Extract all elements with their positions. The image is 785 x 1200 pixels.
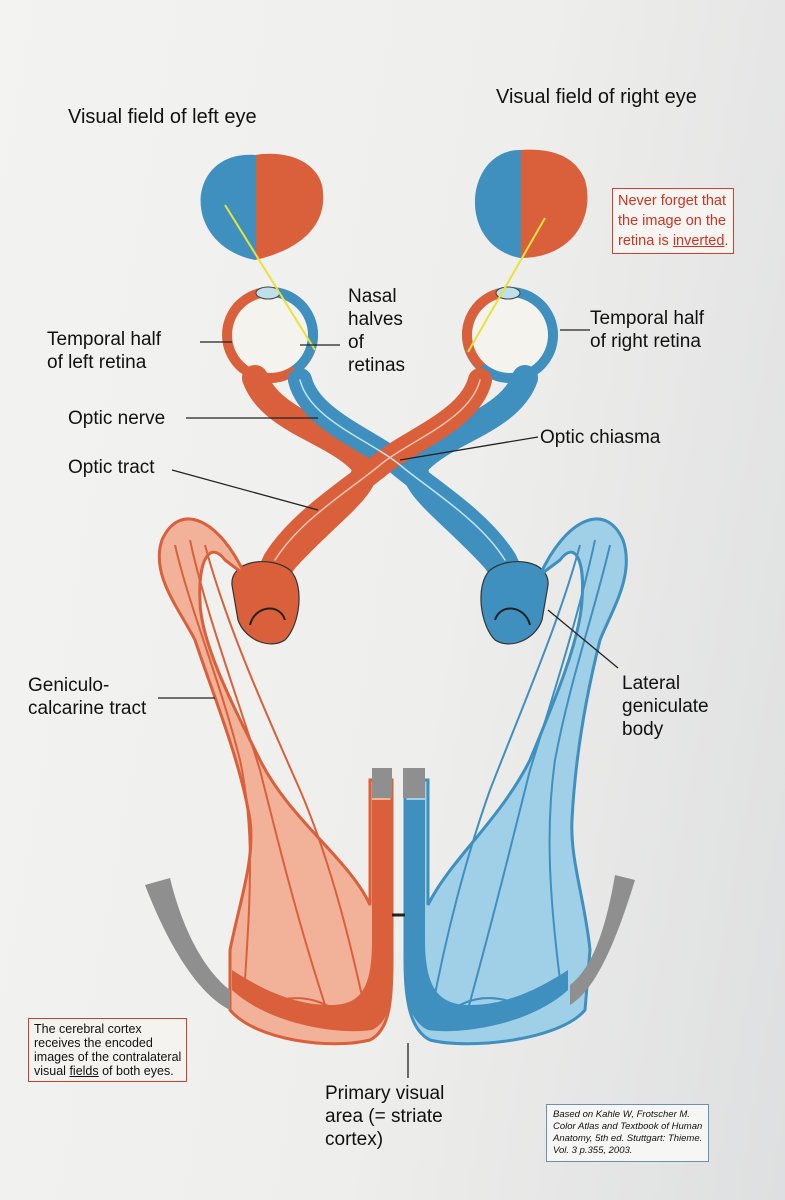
optic-nerve-label: Optic nerve bbox=[68, 408, 166, 429]
inverted-note-text: Never forget that the image on the retin… bbox=[618, 193, 727, 249]
optic-tract-label: Optic tract bbox=[68, 457, 155, 478]
left-striate-cortex bbox=[145, 768, 412, 1032]
inverted-note-emphasis: inverted bbox=[672, 233, 725, 249]
inverted-image-note: Never forget that the image on the retin… bbox=[612, 188, 735, 254]
temporal-right-label: Temporal half of right retina bbox=[590, 308, 705, 352]
cortex-note-emphasis: fields bbox=[69, 1064, 99, 1078]
right-geniculocalcarine bbox=[403, 517, 628, 1046]
left-field-title: Visual field of left eye bbox=[68, 106, 257, 128]
optic-pathway-fibers bbox=[242, 365, 538, 623]
cortex-note: The cerebral cortex receives the encoded… bbox=[28, 1018, 188, 1082]
left-visual-field bbox=[200, 153, 324, 260]
right-visual-field bbox=[474, 149, 588, 258]
left-eyeball bbox=[222, 286, 318, 383]
right-field-title: Visual field of right eye bbox=[496, 86, 697, 108]
right-lgb bbox=[480, 561, 549, 645]
cortex-note-end: of both eyes. bbox=[98, 1064, 174, 1078]
left-lgb bbox=[231, 561, 300, 645]
optic-chiasma-label: Optic chiasma bbox=[540, 427, 661, 448]
light-rays bbox=[224, 204, 546, 353]
inverted-note-end: . bbox=[724, 233, 729, 249]
right-eyeball bbox=[462, 286, 558, 383]
nasal-halves-label: Nasal halves of retinas bbox=[348, 286, 406, 376]
left-geniculocalcarine bbox=[157, 517, 394, 1046]
citation-box: Based on Kahle W, Frotscher M. Color Atl… bbox=[546, 1104, 710, 1162]
right-striate-cortex bbox=[403, 768, 635, 1032]
cortex-note-text: The cerebral cortex receives the encoded… bbox=[34, 1022, 182, 1078]
lateral-geniculate-label: Lateral geniculate body bbox=[622, 673, 709, 740]
temporal-left-label: Temporal half of left retina bbox=[47, 329, 162, 373]
geniculocalcarine-label: Geniculo- calcarine tract bbox=[28, 675, 147, 719]
leader-lines bbox=[158, 329, 619, 1078]
primary-visual-area-label: Primary visual area (= striate cortex) bbox=[325, 1083, 445, 1150]
